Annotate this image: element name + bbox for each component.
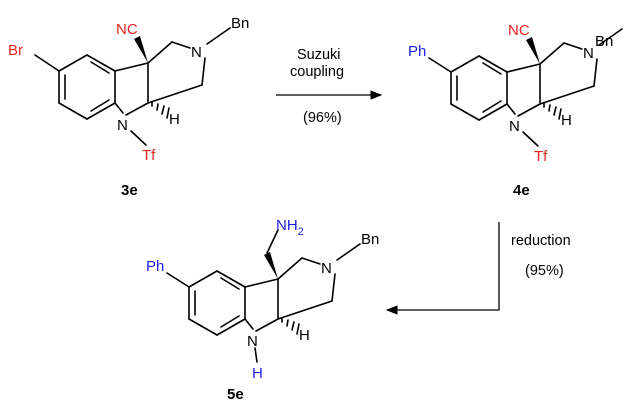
nitrile-group: NC <box>116 21 138 38</box>
compound-label-4e: 4e <box>513 182 530 199</box>
compound-3e-structure: Br NC N Bn H N Tf <box>8 15 249 164</box>
triflyl-group: Tf <box>534 148 548 165</box>
hashed-bond <box>281 317 300 335</box>
amine-nh: NH <box>276 217 298 234</box>
indoline-nitrogen: N <box>509 118 520 135</box>
amine-subscript: 2 <box>298 226 304 238</box>
bent-arrow <box>385 222 500 315</box>
reagent-line-1: Suzuki <box>297 47 341 63</box>
indoline-nitrogen: N <box>247 333 258 350</box>
phenyl-substituent: Ph <box>146 258 164 275</box>
nh-hydrogen: H <box>252 365 263 382</box>
benzyl-group-4e: Bn <box>595 33 613 50</box>
benzene-ring <box>58 54 116 120</box>
compound-5e-structure: Ph NH2 N Bn H N H <box>146 217 379 382</box>
benzene-ring <box>188 270 246 336</box>
phenyl-substituent: Ph <box>408 43 426 60</box>
reagent-line-2: coupling <box>290 64 344 80</box>
stereo-hydrogen: H <box>169 111 180 128</box>
triflyl-group: Tf <box>142 147 156 164</box>
yield-step-1: (96%) <box>303 110 342 126</box>
bromo-substituent: Br <box>8 42 23 59</box>
nitrile-group: NC <box>508 22 530 39</box>
reaction-arrow-2: reduction (95%) <box>385 222 571 315</box>
hashed-bond <box>543 102 562 120</box>
stereo-hydrogen: H <box>299 327 310 344</box>
benzyl-group: Bn <box>231 15 249 32</box>
indoline-nitrogen: N <box>117 117 128 134</box>
compound-4e-structure: Ph NC N Bn H N Tf <box>408 22 623 165</box>
pyrrolidine-nitrogen: N <box>191 44 202 61</box>
compound-label-5e: 5e <box>227 386 244 403</box>
benzyl-group: Bn <box>361 231 379 248</box>
stereo-hydrogen: H <box>561 112 572 129</box>
yield-step-2: (95%) <box>525 263 564 279</box>
benzene-ring <box>450 55 508 121</box>
reagent-reduction: reduction <box>511 233 571 249</box>
pyrrolidine-nitrogen: N <box>321 260 332 277</box>
hashed-bond <box>151 101 170 119</box>
amine-group: NH2 <box>276 217 304 238</box>
pyrrolidine-nitrogen: N <box>583 45 594 62</box>
compound-label-3e: 3e <box>121 182 138 199</box>
reaction-arrow-1: Suzuki coupling (96%) <box>276 47 383 126</box>
